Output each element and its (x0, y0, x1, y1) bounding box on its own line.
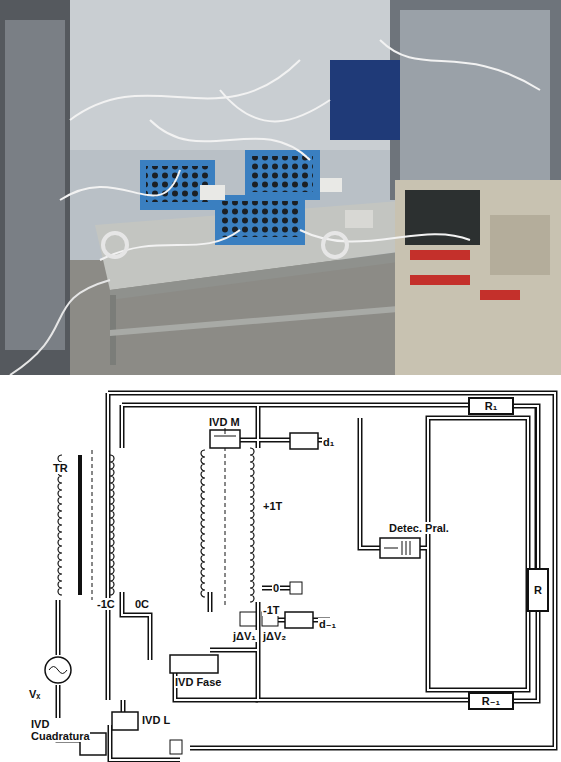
component-label: IVD M (208, 416, 241, 428)
resistor-label: R (534, 584, 542, 596)
resistor-label: R₋₁ (482, 695, 500, 708)
component-label: Vₓ (28, 688, 41, 700)
component-label: 0C (134, 598, 150, 610)
component-label: TR (52, 462, 69, 474)
component-label: -1C (96, 598, 116, 610)
component-label: IVD Cuadratura (30, 718, 90, 742)
coil-winding (110, 455, 114, 595)
resistor-box: R₁ (468, 397, 514, 415)
coax-wire (514, 612, 538, 701)
component-label: Detec. Pral. (388, 522, 450, 534)
coil-winding (250, 448, 254, 602)
component-label: jΔV₂ (262, 630, 287, 642)
coax-wire (514, 406, 538, 568)
coax-wire (514, 612, 538, 701)
resistor-box: R (527, 568, 549, 612)
resistor-box: R₋₁ (468, 692, 514, 710)
coax-wire (514, 406, 538, 568)
component-label: IVD Fase (174, 676, 222, 688)
component-label: IVD L (141, 714, 171, 726)
component-label: 0 (272, 582, 280, 594)
component-label: d₁ (322, 436, 335, 448)
lab-photo (0, 0, 561, 375)
coil-winding (201, 450, 205, 597)
component-label: d₋₁ (318, 618, 337, 630)
coil-winding (58, 455, 62, 595)
resistor-label: R₁ (485, 400, 498, 412)
component-label: jΔV₁ (232, 630, 257, 642)
component-label: +1T (262, 500, 283, 512)
component-label: -1T (262, 604, 281, 616)
